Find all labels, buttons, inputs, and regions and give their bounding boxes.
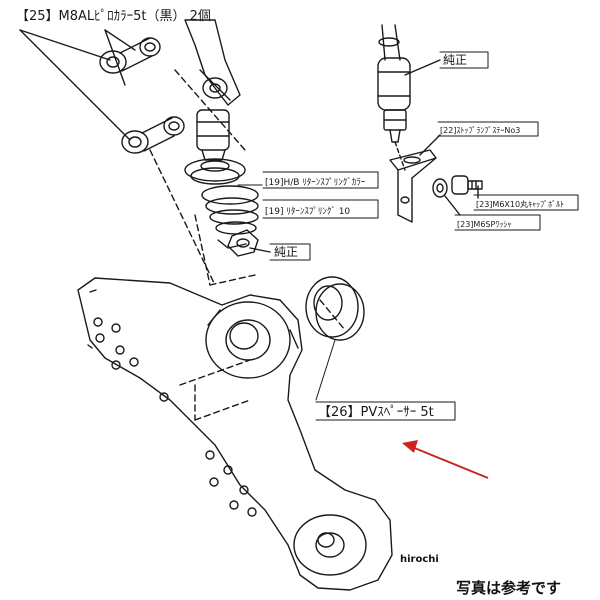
stop-lamp-switch <box>377 24 441 143</box>
linkage-rod <box>184 19 241 106</box>
label-part25: 【25】M8ALﾋﾟﾛｶﾗｰ5t（黒） 2個 <box>16 9 211 24</box>
shaft-assembly <box>196 109 230 161</box>
genuine-nut <box>227 229 271 257</box>
label-part23-washer: [23]M6SPﾜｯｼｬ <box>457 220 511 229</box>
label-part19-collar: [19]H/B ﾘﾀｰﾝｽﾌﾟﾘﾝｸﾞｶﾗｰ <box>265 177 366 188</box>
label-part19-spring: [19] ﾘﾀｰﾝｽﾌﾟﾘﾝｸﾞ 10 <box>265 206 350 217</box>
cap-bolt-23 <box>451 175 483 199</box>
label-genuine-top: 純正 <box>443 53 467 67</box>
label-genuine-nut: 純正 <box>274 245 298 259</box>
brand-watermark: hirochi <box>400 554 439 565</box>
label-part23-bolt: [23]M6X10丸ｷｬｯﾌﾟﾎﾞﾙﾄ <box>476 199 564 209</box>
reference-caption: 写真は参考です <box>456 579 561 597</box>
label-boxes <box>237 51 579 421</box>
switch-axis <box>394 141 406 171</box>
label-part26: 【26】PVｽﾍﾟｰｻｰ 5t <box>318 405 434 420</box>
spring-collar <box>184 158 246 185</box>
collar-top-left <box>99 37 161 74</box>
part25-leader-lines <box>19 29 136 141</box>
washer-23 <box>432 178 461 216</box>
stop-lamp-stay <box>389 134 441 223</box>
red-pointer-arrow <box>402 440 489 479</box>
collar-bottom-left <box>121 116 185 154</box>
return-spring <box>201 185 259 249</box>
main-bracket-plate <box>77 277 393 591</box>
pv-spacer <box>305 276 365 341</box>
label-part22: [22]ｽﾄｯﾌﾟﾗﾝﾌﾟｽﾃｰNo3 <box>440 126 520 135</box>
